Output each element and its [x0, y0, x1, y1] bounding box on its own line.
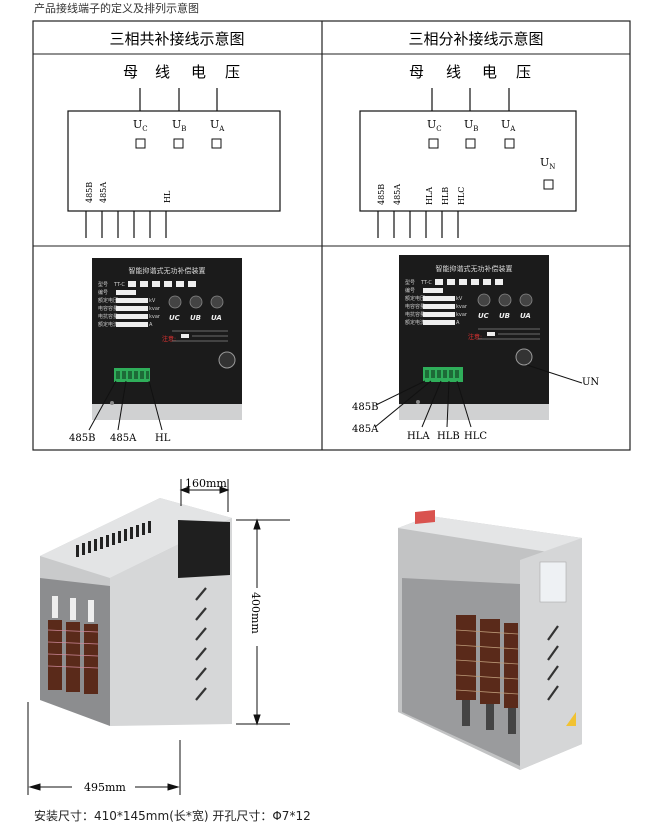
right-bus-char-4: 压 [516, 63, 531, 81]
diagram-outer-frame [32, 20, 631, 451]
left-term-ub: UB [172, 118, 186, 133]
svg-text:型号: 型号 [98, 281, 108, 288]
left-ind-ub: UB [190, 314, 201, 322]
left-device-face: 智能抑谐式无功补偿装置 型号 编号 额定电压 电容容量 电抗容量 额定电流 TT… [92, 258, 242, 420]
svg-text:注意:: 注意: [162, 335, 176, 343]
right-bus-char-2: 线 [446, 63, 461, 81]
left-bus-char-4: 压 [225, 63, 240, 81]
right-controller-box [359, 110, 577, 212]
left-bus-char-2: 线 [155, 63, 170, 81]
right-callout-485b: 485B [352, 402, 378, 413]
left-term-uc: UC [133, 118, 148, 133]
left-bus-char-1: 母 [123, 63, 138, 81]
svg-text:额定电流: 额定电流 [405, 319, 425, 326]
right-bottom-485b: 485B [377, 184, 386, 205]
left-callout-hl: HL [155, 433, 171, 444]
right-callout-hlc: HLC [464, 431, 487, 442]
right-ind-uc: UC [478, 312, 490, 320]
right-schematic: 母 线 电 压 UC UB UA UN 485B 485A HLA HLB HL… [359, 63, 577, 238]
right-cabinet-photo [398, 510, 582, 770]
right-ind-ub: UB [499, 312, 510, 320]
svg-text:TT-C: TT-C [113, 282, 125, 288]
left-bottom-485b: 485B [85, 182, 94, 203]
right-bottom-hlb: HLB [441, 187, 450, 205]
left-header: 三相共补接线示意图 [109, 30, 244, 48]
svg-text:编号: 编号 [405, 287, 415, 294]
svg-text:额定电压: 额定电压 [405, 295, 425, 302]
svg-text:A: A [456, 320, 460, 326]
svg-text:电抗容量: 电抗容量 [98, 313, 118, 320]
svg-text:TT-C: TT-C [420, 280, 432, 286]
right-callout-485a: 485A [352, 424, 379, 435]
svg-text:电容容量: 电容容量 [98, 305, 118, 312]
right-device-title: 智能抑谐式无功补偿装置 [436, 264, 513, 273]
svg-text:型号: 型号 [405, 279, 415, 286]
left-schematic: 母 线 电 压 UC UB UA 485B 485A HL [67, 63, 281, 238]
dim-height-label: 400mm [249, 592, 262, 634]
right-callout-un: UN [582, 377, 599, 388]
right-term-ua: UA [501, 118, 516, 133]
left-bottom-485a: 485A [99, 182, 108, 203]
right-bottom-hla: HLA [425, 187, 434, 205]
svg-text:电容容量: 电容容量 [405, 303, 425, 310]
svg-text:额定电压: 额定电压 [98, 297, 118, 304]
left-callout-485b: 485B [69, 433, 95, 444]
left-ind-ua: UA [211, 314, 222, 322]
svg-text:kvar: kvar [149, 314, 161, 320]
svg-text:A: A [149, 322, 153, 328]
right-bus-char-1: 母 [409, 63, 424, 81]
svg-text:额定电流: 额定电流 [98, 321, 118, 328]
dim-width-label: 160mm [185, 477, 227, 490]
dim-length-label: 495mm [84, 781, 126, 794]
svg-text:电抗容量: 电抗容量 [405, 311, 425, 318]
svg-text:kvar: kvar [149, 306, 161, 312]
svg-text:kV: kV [149, 298, 156, 304]
right-device-face: 智能抑谐式无功补偿装置 型号 编号 额定电压 电容容量 电抗容量 额定电流 TT… [399, 255, 549, 420]
top-caption: 产品接线端子的定义及排列示意图 [34, 2, 199, 15]
right-bottom-485a: 485A [393, 184, 402, 205]
right-bottom-hlc: HLC [457, 187, 466, 205]
right-callout-hla: HLA [407, 431, 430, 442]
svg-text:kvar: kvar [456, 304, 468, 310]
left-bus-char-3: 电 [191, 63, 206, 81]
right-term-un: UN [540, 156, 555, 171]
left-ind-uc: UC [169, 314, 181, 322]
right-term-ub: UB [464, 118, 478, 133]
left-term-ua: UA [210, 118, 225, 133]
bottom-caption: 安装尺寸：410*145mm(长*宽) 开孔尺寸：Φ7*12 [34, 809, 311, 823]
right-header: 三相分补接线示意图 [408, 30, 543, 48]
svg-text:注意:: 注意: [468, 333, 482, 341]
left-device-title: 智能抑谐式无功补偿装置 [129, 266, 206, 275]
left-controller-box [67, 110, 281, 212]
right-ind-ua: UA [520, 312, 531, 320]
right-bus-char-3: 电 [482, 63, 497, 81]
svg-text:kV: kV [456, 296, 463, 302]
svg-text:编号: 编号 [98, 289, 108, 296]
left-callout-485a: 485A [110, 433, 137, 444]
left-cabinet-photo [40, 498, 232, 726]
svg-text:kvar: kvar [456, 312, 468, 318]
left-bottom-hl: HL [163, 190, 172, 203]
right-term-uc: UC [427, 118, 442, 133]
right-callout-hlb: HLB [437, 431, 460, 442]
